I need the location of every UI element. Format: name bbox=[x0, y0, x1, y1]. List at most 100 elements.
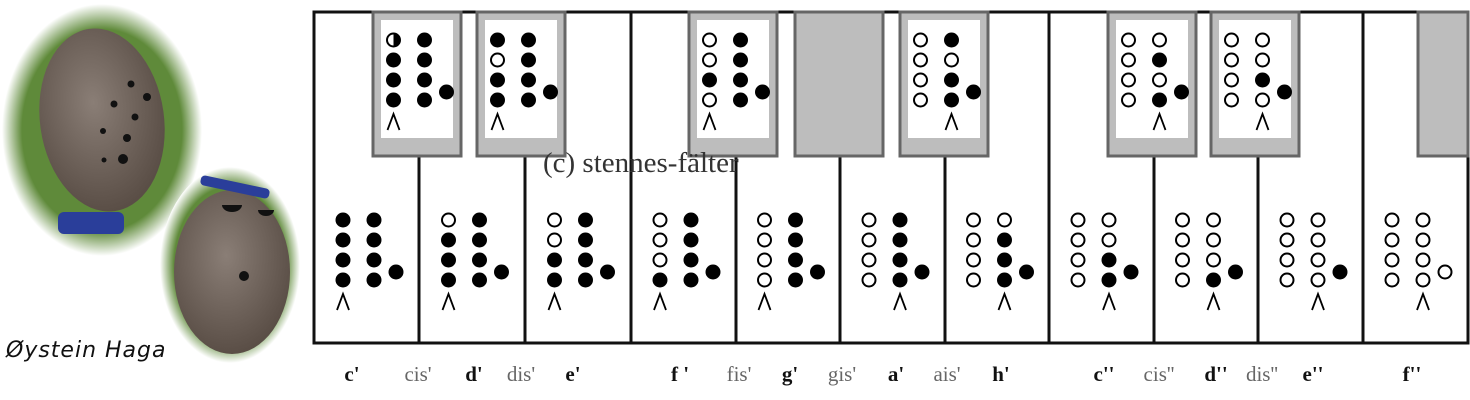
right-hole-3-open bbox=[1310, 252, 1326, 268]
thumb-marker-icon bbox=[336, 291, 350, 311]
left-hole-4-open bbox=[1070, 272, 1086, 288]
right-hole-2-closed bbox=[417, 52, 432, 68]
right-hole-4-closed bbox=[997, 272, 1012, 288]
white-key-f-10 bbox=[1361, 12, 1453, 343]
right-hole-1-closed bbox=[578, 212, 593, 228]
right-hole-1-closed bbox=[944, 32, 959, 48]
note-label-accidental: fis' bbox=[726, 362, 752, 386]
right-hole-2-closed bbox=[997, 232, 1012, 248]
right-hole-3-closed bbox=[733, 72, 748, 88]
left-hole-3-open bbox=[1224, 72, 1239, 88]
left-hole-4-open bbox=[1175, 272, 1190, 288]
right-hole-1-open bbox=[1255, 32, 1270, 48]
left-hole-1-open bbox=[441, 212, 456, 228]
note-label-natural: h' bbox=[992, 362, 1010, 386]
right-hole-3-open bbox=[1415, 252, 1431, 268]
side-hole-closed bbox=[1019, 264, 1034, 280]
left-hole-3-closed bbox=[547, 252, 562, 268]
right-hole-4-open bbox=[1310, 272, 1326, 288]
right-hole-2-open bbox=[1255, 52, 1270, 68]
right-hole-1-open bbox=[997, 212, 1012, 228]
right-hole-1-open bbox=[1206, 212, 1221, 228]
right-hole-4-closed bbox=[683, 272, 699, 288]
left-hole-3-closed bbox=[441, 252, 456, 268]
side-hole-closed bbox=[810, 264, 825, 280]
left-hole-1-half-fill bbox=[393, 33, 400, 47]
right-hole-3-closed bbox=[892, 252, 908, 268]
left-hole-2-closed bbox=[441, 232, 456, 248]
right-hole-1-closed bbox=[521, 32, 536, 48]
left-hole-2-open bbox=[966, 232, 981, 248]
left-hole-1-open bbox=[1384, 212, 1400, 228]
thumb-marker-icon bbox=[1102, 291, 1116, 311]
left-hole-3-open bbox=[861, 252, 877, 268]
thumb-marker-icon bbox=[1152, 111, 1167, 131]
ocarina-photos bbox=[2, 4, 300, 363]
right-hole-3-closed bbox=[683, 252, 699, 268]
thumb-marker-icon bbox=[1416, 291, 1430, 311]
side-hole-closed bbox=[755, 84, 770, 100]
side-hole-closed bbox=[1123, 264, 1139, 280]
right-hole-4-closed bbox=[417, 92, 432, 108]
right-hole-3-closed bbox=[578, 252, 593, 268]
right-hole-1-closed bbox=[733, 32, 748, 48]
black-key-0 bbox=[371, 10, 463, 158]
left-hole-3-open bbox=[1384, 252, 1400, 268]
white-key-c-7 bbox=[1047, 12, 1139, 343]
thumb-marker-icon bbox=[441, 291, 456, 311]
left-hole-3-open bbox=[1279, 252, 1295, 268]
right-hole-4-closed bbox=[1101, 272, 1117, 288]
right-hole-2-closed bbox=[1152, 52, 1167, 68]
black-key-7 bbox=[1416, 10, 1470, 158]
thumb-marker-icon bbox=[1206, 291, 1221, 311]
copyright-watermark: (c) stennes-fälter bbox=[543, 147, 739, 179]
right-hole-2-open bbox=[1101, 232, 1117, 248]
left-hole-1-open bbox=[966, 212, 981, 228]
side-hole-closed bbox=[1174, 84, 1189, 100]
right-hole-3-closed bbox=[472, 252, 487, 268]
left-hole-4-open bbox=[1224, 92, 1239, 108]
left-hole-1-open bbox=[702, 32, 717, 48]
left-hole-4-open bbox=[913, 92, 928, 108]
black-key-4 bbox=[898, 10, 990, 158]
left-hole-3-closed bbox=[335, 252, 351, 268]
left-hole-4-open bbox=[757, 272, 772, 288]
left-hole-1-closed bbox=[490, 32, 505, 48]
right-hole-2-closed bbox=[578, 232, 593, 248]
thumb-marker-icon bbox=[702, 111, 717, 131]
note-label-natural: a' bbox=[887, 362, 905, 386]
note-label-natural: c'' bbox=[1093, 362, 1115, 386]
note-label-natural: e'' bbox=[1302, 362, 1324, 386]
left-hole-4-closed bbox=[441, 272, 456, 288]
left-hole-2-open bbox=[913, 52, 928, 68]
left-hole-2-open bbox=[1070, 232, 1086, 248]
right-hole-4-closed bbox=[1152, 92, 1167, 108]
right-hole-4-closed bbox=[944, 92, 959, 108]
right-hole-2-closed bbox=[472, 232, 487, 248]
left-hole-4-closed bbox=[335, 272, 351, 288]
right-hole-2-open bbox=[1310, 232, 1326, 248]
side-hole-closed bbox=[914, 264, 930, 280]
ocarina-front-photo bbox=[2, 4, 202, 256]
right-hole-3-closed bbox=[788, 252, 803, 268]
right-hole-1-closed bbox=[788, 212, 803, 228]
left-hole-2-closed bbox=[335, 232, 351, 248]
right-hole-3-closed bbox=[1255, 72, 1270, 88]
thumb-marker-icon bbox=[1255, 111, 1270, 131]
black-key-body bbox=[793, 10, 885, 158]
side-hole-open bbox=[1437, 264, 1453, 280]
side-hole-closed bbox=[966, 84, 981, 100]
right-hole-1-open bbox=[1152, 32, 1167, 48]
side-hole-closed bbox=[388, 264, 404, 280]
right-hole-3-closed bbox=[997, 252, 1012, 268]
thumb-marker-icon bbox=[386, 111, 401, 131]
note-label-natural: f'' bbox=[1402, 362, 1422, 386]
thumb-marker-icon bbox=[1311, 291, 1325, 311]
right-hole-4-closed bbox=[892, 272, 908, 288]
right-hole-3-closed bbox=[366, 252, 382, 268]
left-hole-1-open bbox=[1224, 32, 1239, 48]
thumb-marker-icon bbox=[997, 291, 1012, 311]
right-hole-2-closed bbox=[788, 232, 803, 248]
left-hole-2-open bbox=[1384, 232, 1400, 248]
